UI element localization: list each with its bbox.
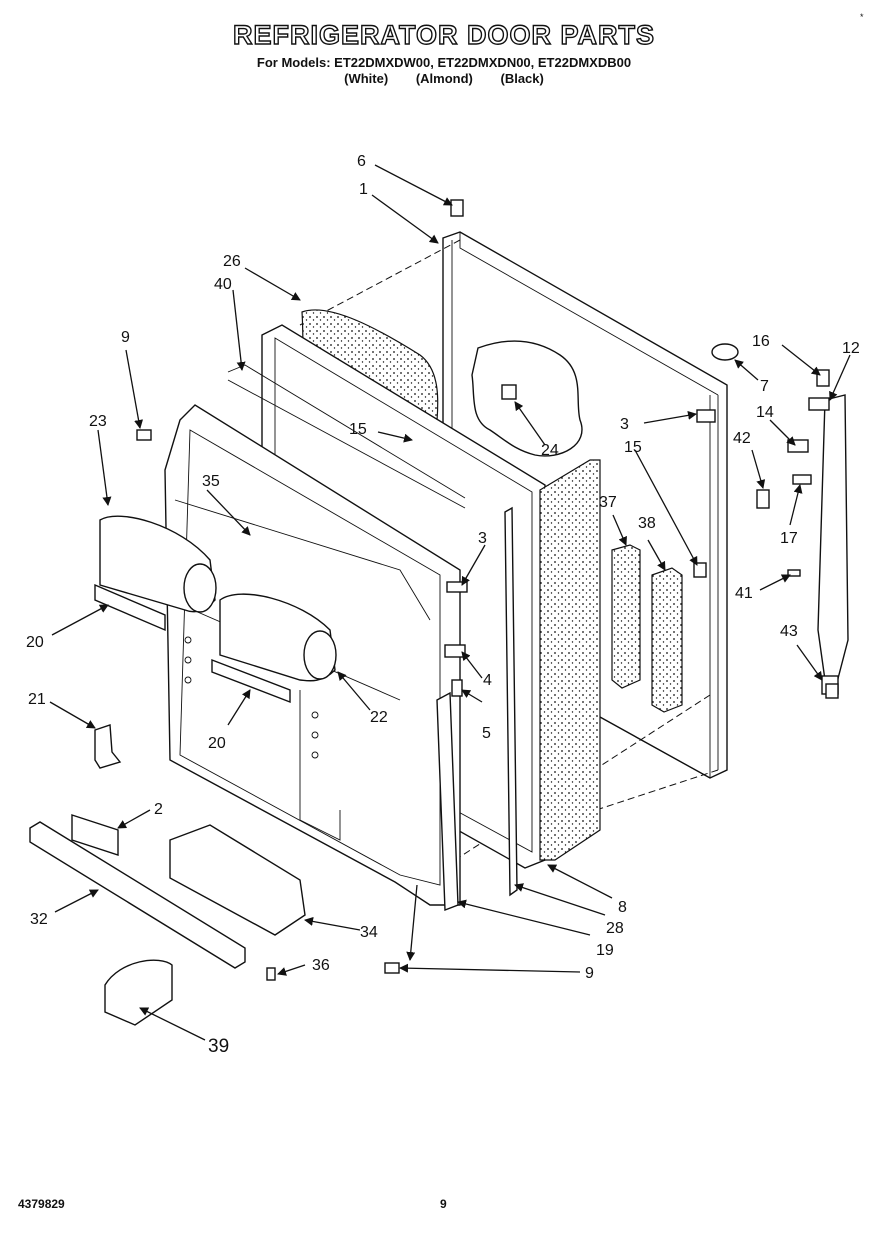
cover-39 <box>104 959 173 1026</box>
callout-1: 1 <box>359 181 368 198</box>
callout-39: 39 <box>208 1036 229 1057</box>
callout-16: 16 <box>752 333 770 350</box>
callout-37: 37 <box>599 494 617 511</box>
callout-3-right: 3 <box>620 416 629 433</box>
foam-strip-8 <box>539 459 601 861</box>
callout-42: 42 <box>733 430 751 447</box>
dairy-bin-34 <box>169 824 306 936</box>
page-number: 9 <box>440 1197 447 1211</box>
callout-8: 8 <box>618 899 627 916</box>
hinge-parts <box>136 199 839 981</box>
document-number: 4379829 <box>18 1197 65 1211</box>
callout-labels: 6 1 26 40 9 23 15 24 35 16 12 7 3 14 15 … <box>26 153 860 1057</box>
color-variants: (White) (Almond) (Black) <box>0 71 888 86</box>
callout-23: 23 <box>89 413 107 430</box>
bracket-21 <box>94 724 122 769</box>
callout-3-center: 3 <box>478 530 487 547</box>
callout-15-center: 15 <box>349 421 367 438</box>
callout-43: 43 <box>780 623 798 640</box>
corner-mark: * <box>860 12 864 22</box>
lower-trim-32 <box>29 814 246 969</box>
color-black: (Black) <box>500 71 544 86</box>
callout-32: 32 <box>30 911 48 928</box>
door-bin-22 <box>219 593 337 682</box>
callout-5: 5 <box>482 725 491 742</box>
callout-26: 26 <box>223 253 241 270</box>
callout-20-left: 20 <box>26 634 44 651</box>
callout-17: 17 <box>780 530 798 547</box>
callout-21: 21 <box>28 691 46 708</box>
leader-lines <box>49 164 851 1041</box>
callout-36: 36 <box>312 957 330 974</box>
spacer-blocks <box>611 544 683 713</box>
callout-15-right: 15 <box>624 439 642 456</box>
callout-14: 14 <box>756 404 774 421</box>
callout-7: 7 <box>760 378 769 395</box>
models-line: For Models: ET22DMXDW00, ET22DMXDN00, ET… <box>256 55 632 70</box>
callout-35: 35 <box>202 473 220 490</box>
callout-40: 40 <box>214 276 232 293</box>
callout-6: 6 <box>357 153 366 170</box>
callout-34: 34 <box>360 924 378 941</box>
color-almond: (Almond) <box>415 71 473 86</box>
callout-24: 24 <box>541 442 559 459</box>
gasket-strips <box>436 506 518 912</box>
bin-trim-20 <box>94 583 291 704</box>
callout-38: 38 <box>638 515 656 532</box>
door-bin-23 <box>99 515 217 613</box>
callout-2: 2 <box>154 801 163 818</box>
color-white: (White) <box>344 71 389 86</box>
callout-9-top: 9 <box>121 329 130 346</box>
callout-28: 28 <box>606 920 624 937</box>
callout-9-bottom: 9 <box>585 965 594 982</box>
callout-41: 41 <box>735 585 753 602</box>
door-handle <box>817 394 849 695</box>
foam-patch-24 <box>471 340 583 457</box>
diagram-title: REFRIGERATOR DOOR PARTS <box>232 19 655 50</box>
callout-19: 19 <box>596 942 614 959</box>
callout-22: 22 <box>370 709 388 726</box>
callout-4: 4 <box>483 672 492 689</box>
callout-20-center: 20 <box>208 735 226 752</box>
callout-12: 12 <box>842 340 860 357</box>
